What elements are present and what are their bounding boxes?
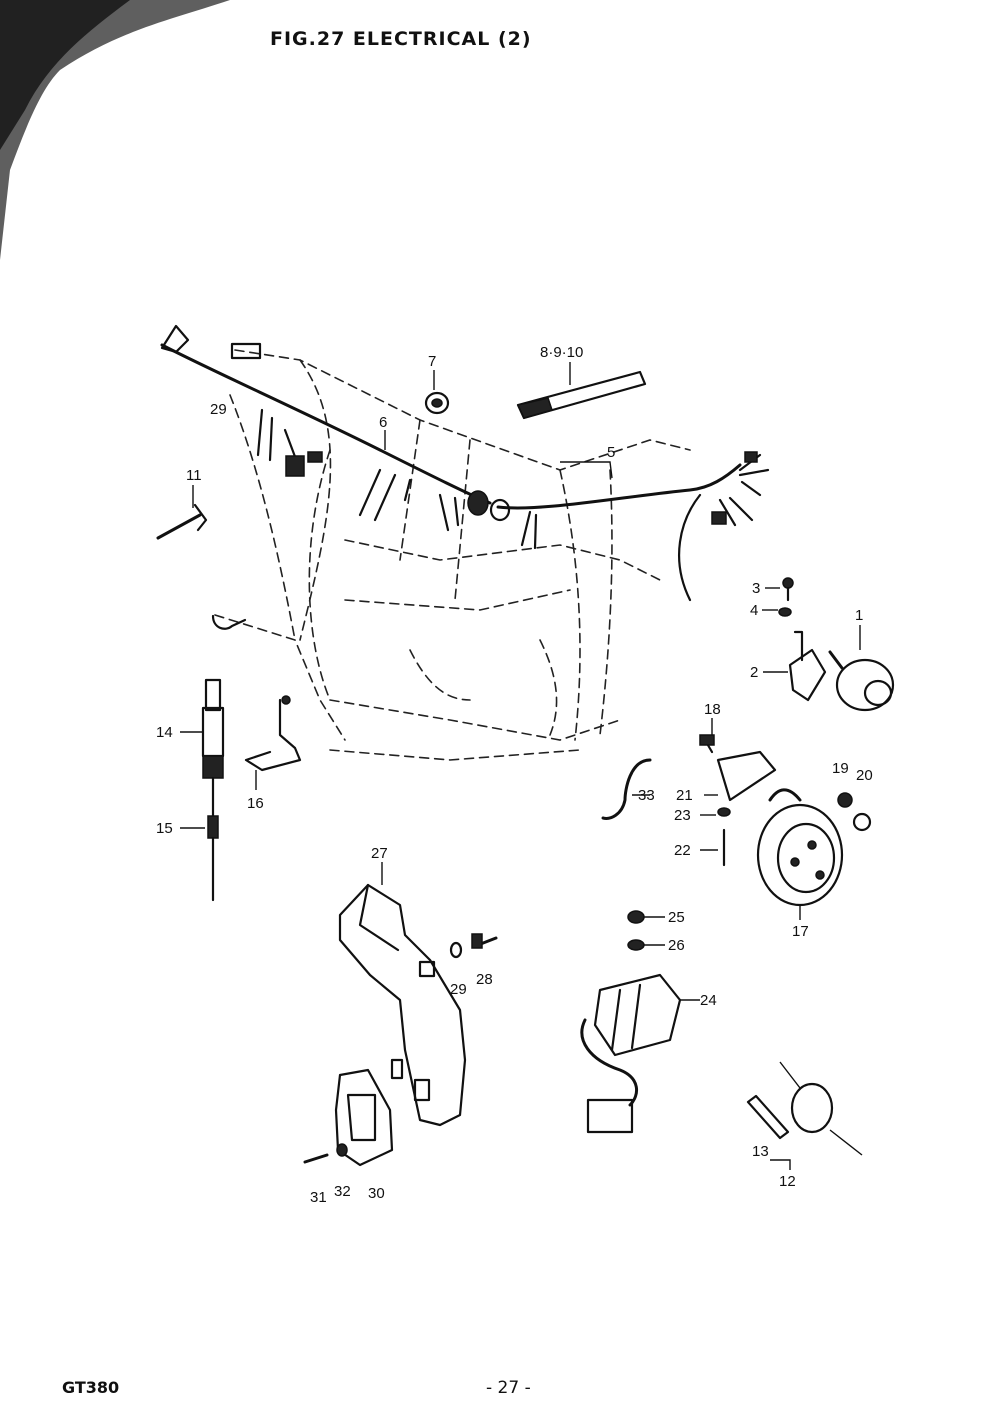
part-8-9-10-tube bbox=[516, 370, 647, 420]
callout-26: 26 bbox=[668, 937, 685, 954]
callout-30: 30 bbox=[368, 1185, 385, 1202]
part-27-plate bbox=[338, 883, 467, 1127]
part-12-13-fuse bbox=[746, 1061, 863, 1156]
part-14-15-sensor bbox=[201, 678, 225, 902]
callout-18: 18 bbox=[704, 701, 721, 718]
callout-27: 27 bbox=[371, 845, 388, 862]
model-name: GT380 bbox=[62, 1378, 120, 1397]
callout-23: 23 bbox=[674, 807, 691, 824]
callout-22: 22 bbox=[674, 842, 691, 859]
callout-32: 32 bbox=[334, 1183, 351, 1200]
callout-3: 3 bbox=[752, 580, 760, 597]
part-30-31-32-cover bbox=[303, 1068, 394, 1167]
part-11-clamp bbox=[156, 503, 208, 540]
callout-29: 29 bbox=[450, 981, 467, 998]
part-28-29-bolt-washer bbox=[449, 933, 498, 959]
callout-28: 28 bbox=[476, 971, 493, 988]
callout-6: 6 bbox=[379, 414, 387, 431]
scan-noise bbox=[0, 0, 230, 260]
callout-14: 14 bbox=[156, 724, 173, 741]
callout-20: 20 bbox=[856, 767, 873, 784]
callout-15: 15 bbox=[156, 820, 173, 837]
frame-outline bbox=[211, 342, 691, 761]
part-24-rectifier bbox=[580, 910, 682, 1134]
callout-4: 4 bbox=[750, 602, 758, 619]
callout-29-harness: 29 bbox=[210, 401, 227, 418]
callout-7: 7 bbox=[428, 353, 436, 370]
part-7-grommet bbox=[424, 391, 450, 415]
callout-1: 1 bbox=[855, 607, 863, 624]
callout-31: 31 bbox=[310, 1189, 327, 1206]
callout-2: 2 bbox=[750, 664, 758, 681]
callout-8-9-10: 8·9·10 bbox=[540, 344, 583, 361]
part-1-2-switch bbox=[778, 577, 895, 712]
callout-24: 24 bbox=[700, 992, 717, 1009]
callout-16: 16 bbox=[247, 795, 264, 812]
callout-5: 5 bbox=[607, 444, 615, 461]
callout-19: 19 bbox=[832, 760, 849, 777]
callout-33: 33 bbox=[638, 787, 655, 804]
callout-11: 11 bbox=[186, 467, 202, 484]
callout-17: 17 bbox=[792, 923, 809, 940]
callout-13: 13 bbox=[752, 1143, 769, 1160]
callout-21: 21 bbox=[676, 787, 693, 804]
figure-title: FIG.27 ELECTRICAL (2) bbox=[270, 28, 532, 50]
part-17-horn bbox=[699, 734, 872, 907]
part-16-bracket bbox=[244, 695, 302, 772]
part-33-lead bbox=[601, 758, 652, 820]
callout-25: 25 bbox=[668, 909, 685, 926]
callout-12: 12 bbox=[779, 1173, 796, 1190]
leader-lines bbox=[180, 362, 861, 1170]
callout-labels: 1 2 3 4 5 6 7 8·9·10 11 12 13 14 15 16 1… bbox=[156, 344, 873, 1206]
page-number: - 27 - bbox=[486, 1378, 531, 1398]
wiring-harness bbox=[160, 324, 770, 602]
